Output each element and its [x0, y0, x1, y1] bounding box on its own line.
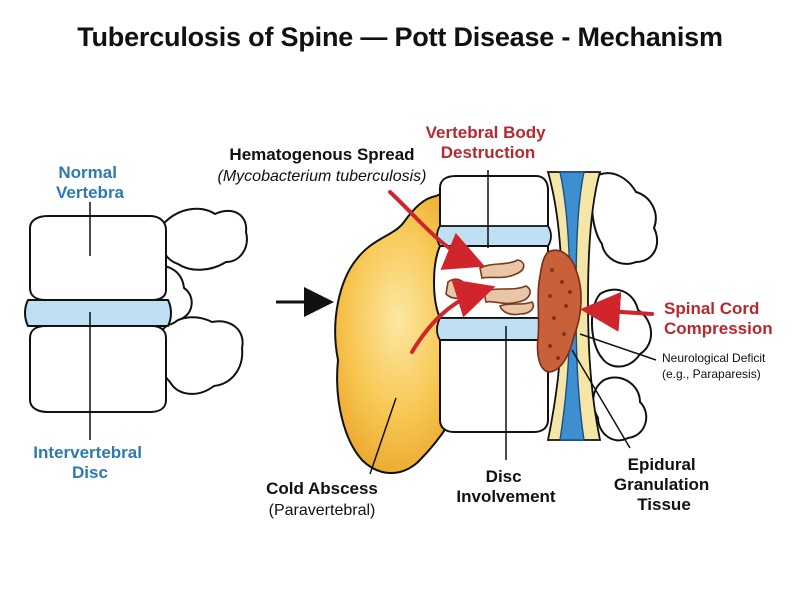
label-intervertebral-disc-line2: Disc [72, 463, 108, 482]
label-spinal-cord-compression-line1: Spinal Cord [664, 299, 759, 318]
label-neurological-deficit-line2: (e.g., Paraparesis) [662, 367, 761, 381]
epidural-granulation-tissue [536, 249, 582, 373]
leader-lines [369, 170, 657, 475]
abscess-spread-arrow [410, 279, 496, 354]
diseased-vertebral-body-upper [439, 175, 549, 237]
svg-text:Normal Vertebra: Normal Vertebra [56, 163, 125, 202]
label-epidural-line2: Granulation [614, 475, 709, 494]
label-spinal-cord-compression-line2: Compression [664, 319, 773, 338]
label-cold-abscess-sub: (Paravertebral) [269, 502, 376, 519]
label-normal-vertebra-line2: Vertebra [56, 183, 125, 202]
bone-fragments [445, 259, 535, 316]
label-cold-abscess: Cold Abscess [266, 479, 378, 498]
svg-text:Neurological Deficit (e.g.: Neurological Deficit (e.g., Paraparesis) [662, 351, 769, 381]
red-arrows [388, 190, 654, 354]
normal-spine [24, 207, 248, 413]
page-title: Tuberculosis of Spine — Pott Disease - M… [77, 22, 723, 52]
label-hematogenous-cause: (Mycobacterium tuberculosis) [218, 168, 427, 185]
diseased-vertebral-body-lower [439, 339, 549, 433]
label-vertebral-body-destruction-line2: Destruction [441, 143, 535, 162]
label-epidural-line3: Tissue [637, 495, 691, 514]
label-epidural-line1: Epidural [628, 455, 696, 474]
cord-compression-arrow [580, 291, 654, 332]
hematogenous-spread-arrow [388, 190, 486, 270]
svg-text:Intervertebral Disc: Intervertebral Disc [33, 443, 146, 482]
svg-text:Epidural Granulation T: Epidural Granulation Tissue [614, 455, 714, 514]
normal-vertebral-body-upper [29, 215, 167, 301]
normal-intervertebral-disc [24, 299, 172, 327]
label-disc-involvement-line2: Involvement [456, 487, 556, 506]
label-intervertebral-disc-line1: Intervertebral [33, 443, 142, 462]
svg-text:Vertebral Body Destruction: Vertebral Body Destruction [426, 123, 551, 162]
diseased-disc-lower [436, 317, 552, 341]
normal-spinous-process-lower [156, 316, 244, 395]
label-hematogenous-spread: Hematogenous Spread [229, 145, 414, 164]
normal-vertebral-body-lower [29, 325, 167, 413]
svg-text:Spinal Cord Compression: Spinal Cord Compression [664, 299, 773, 338]
normal-spinous-process-upper [158, 207, 248, 271]
label-disc-involvement-line1: Disc [486, 467, 522, 486]
label-vertebral-body-destruction-line1: Vertebral Body [426, 123, 547, 142]
granulation-texture [548, 268, 572, 360]
label-normal-vertebra-line1: Normal [58, 163, 117, 182]
diseased-disc-upper [436, 225, 552, 247]
svg-text:Disc Involvement: Disc Involvement [456, 467, 556, 506]
label-neurological-deficit-line1: Neurological Deficit [662, 351, 766, 365]
